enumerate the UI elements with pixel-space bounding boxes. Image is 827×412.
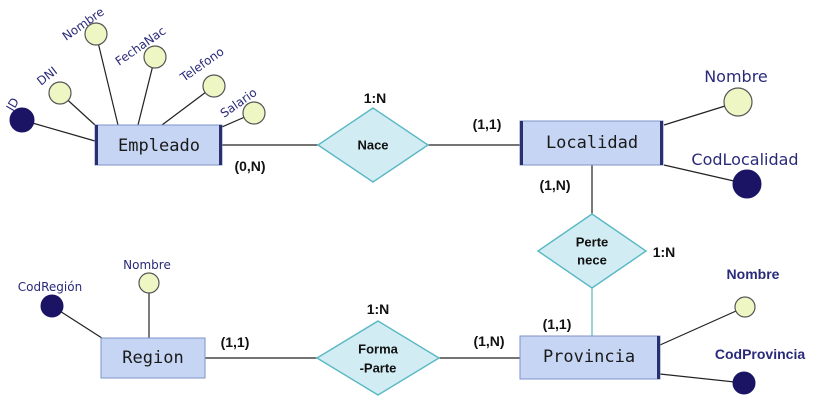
entity-region-label: Region [122, 348, 183, 368]
line-attr-provincia-nombre [659, 306, 746, 346]
attribute-empleado-id-label: ID [3, 95, 22, 113]
cardinality-provincia-formaparte: (1,N) [473, 333, 504, 349]
attribute-localidad-codlocalidad-label: CodLocalidad [691, 150, 798, 169]
attribute-empleado-id[interactable]: ID [3, 95, 35, 133]
attribute-empleado-fechanac[interactable]: FechaNac [113, 24, 169, 69]
relationship-pertenece[interactable]: Perte nece [536, 213, 648, 289]
entity-empleado[interactable]: Empleado [94, 124, 223, 166]
cardinality-localidad-nace: (1,1) [473, 116, 502, 132]
line-attr-codprovincia [659, 373, 745, 384]
cardinality-localidad-pertenece: (1,N) [539, 177, 570, 193]
attribute-provincia-nombre[interactable]: Nombre [727, 266, 780, 318]
line-attr-nombre [95, 33, 119, 126]
attribute-provincia-codprovincia[interactable]: CodProvincia [715, 346, 805, 395]
attribute-provincia-codprovincia-label: CodProvincia [715, 346, 805, 362]
attribute-region-codregion-label: CodRegión [18, 280, 82, 294]
relationship-pertenece-label-line2: nece [577, 252, 607, 267]
attribute-empleado-nombre[interactable]: Nombre [60, 5, 108, 46]
entity-localidad[interactable]: Localidad [519, 120, 664, 166]
attribute-provincia-nombre-label: Nombre [727, 266, 780, 282]
relationship-formaparte-label-line1: Forma [358, 341, 399, 356]
entity-provincia-label: Provincia [543, 347, 635, 367]
cardinality-formaparte-ratio: 1:N [367, 301, 390, 317]
cardinality-empleado-nace: (0,N) [234, 158, 265, 174]
line-attr-id [21, 119, 96, 142]
relationship-formaparte-label-line2: -Parte [360, 360, 397, 375]
attribute-region-nombre-label: Nombre [123, 258, 171, 272]
relationship-pertenece-label-line1: Perte [576, 234, 609, 249]
entity-empleado-label: Empleado [118, 136, 200, 156]
line-attr-fechanac [137, 56, 156, 126]
cardinality-nace-ratio: 1:N [364, 90, 387, 106]
relationship-nace[interactable]: Nace [316, 107, 430, 183]
attribute-localidad-nombre[interactable]: Nombre [704, 67, 768, 117]
relationship-nace-label: Nace [357, 137, 388, 152]
attribute-region-codregion[interactable]: CodRegión [18, 280, 82, 318]
cardinality-pertenece-ratio: 1:N [653, 244, 676, 260]
attribute-empleado-dni[interactable]: DNI [34, 64, 72, 105]
entity-provincia[interactable]: Provincia [519, 335, 661, 380]
entity-region[interactable]: Region [100, 337, 206, 379]
attribute-region-nombre[interactable]: Nombre [123, 258, 171, 294]
attribute-localidad-nombre-label: Nombre [704, 67, 768, 86]
relationship-formaparte[interactable]: Forma -Parte [315, 320, 441, 396]
cardinality-region-formaparte: (1,1) [221, 334, 250, 350]
cardinality-provincia-pertenece: (1,1) [543, 316, 572, 332]
attribute-localidad-codlocalidad[interactable]: CodLocalidad [691, 150, 799, 199]
attribute-empleado-telefono[interactable]: Telefono [177, 44, 227, 98]
entity-localidad-label: Localidad [546, 133, 638, 153]
cardinality-labels: 1:N (0,N) (1,1) (1,N) 1:N (1,1) 1:N (1,1… [221, 90, 676, 350]
